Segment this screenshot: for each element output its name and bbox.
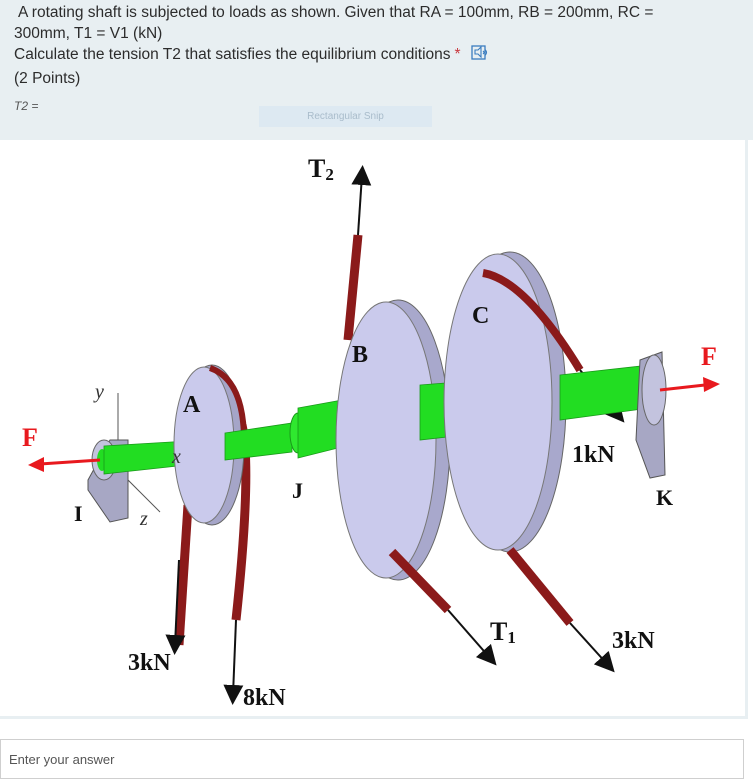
arrow-8kn <box>223 619 244 705</box>
label-k: K <box>656 485 673 510</box>
label-3kn-right: 3kN <box>612 628 655 654</box>
arrow-f-right-line <box>659 383 706 392</box>
label-c: C <box>472 303 489 329</box>
label-z-axis: z <box>139 508 148 530</box>
arrow-f-right-head <box>703 377 720 392</box>
rectangular-snip-overlay: Rectangular Snip <box>259 106 432 127</box>
label-b: B <box>352 342 368 368</box>
sub-question-label: T2 = <box>14 99 39 113</box>
shaft-middle-thin <box>224 422 293 461</box>
question-panel: A rotating shaft is subjected to loads a… <box>0 0 753 140</box>
question-line-3: Calculate the tension T2 that satisfies … <box>14 44 734 68</box>
label-t2: T2 <box>308 154 334 184</box>
question-line-3-text: Calculate the tension T2 that satisfies … <box>14 46 451 63</box>
immersive-reader-icon[interactable] <box>470 45 491 68</box>
label-1kn: 1kN <box>572 442 615 468</box>
arrow-f-left-head <box>28 457 44 472</box>
question-line-2: 300mm, T1 = V1 (kN) <box>14 25 163 42</box>
belt-t2 <box>343 234 363 341</box>
label-8kn: 8kN <box>243 685 286 711</box>
shaft-diagram: T2 B C A F F J K I y x z 1kN 3kN 3kN 8kN… <box>22 154 720 711</box>
belt-c-bottom <box>506 547 574 626</box>
label-x-axis: x <box>171 446 181 468</box>
answer-input[interactable] <box>0 739 744 779</box>
label-f-left: F <box>22 423 38 452</box>
arrow-3kn-left <box>165 559 186 655</box>
label-a: A <box>183 392 201 418</box>
arrow-3kn-right <box>569 622 615 673</box>
pulley-c <box>443 253 553 551</box>
label-i: I <box>74 501 83 526</box>
label-y-axis: y <box>93 381 104 403</box>
label-t1: T1 <box>490 617 516 647</box>
belt-a-left <box>174 504 193 646</box>
required-mark: * <box>454 46 461 63</box>
points-label: (2 Points) <box>14 70 81 87</box>
belt-t1 <box>388 548 452 614</box>
label-j: J <box>292 478 303 503</box>
arrow-t2 <box>351 165 372 236</box>
label-3kn-left: 3kN <box>128 650 171 676</box>
shaft-figure: T2 B C A F F J K I y x z 1kN 3kN 3kN 8kN… <box>0 140 748 719</box>
shaft-right <box>559 364 651 421</box>
pulley-b <box>335 301 437 579</box>
label-f-right: F <box>701 342 717 371</box>
question-text: A rotating shaft is subjected to loads a… <box>14 2 734 89</box>
arrow-f-left-line <box>39 458 101 466</box>
belt-c-top <box>482 269 584 373</box>
arrow-t1 <box>447 609 497 666</box>
question-line-1: A rotating shaft is subjected to loads a… <box>18 4 654 21</box>
